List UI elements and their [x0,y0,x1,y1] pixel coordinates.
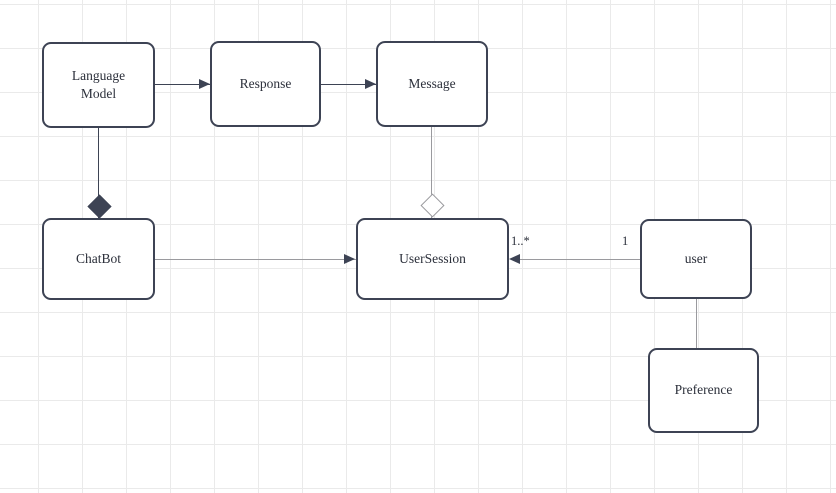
node-message-label: Message [408,75,456,91]
composition-diamond-chatbot [86,194,112,219]
node-preference-label: Preference [674,382,733,398]
node-user[interactable]: user [640,219,752,299]
node-language-model-label: Language Model [71,67,126,101]
edge-user-to-usersession [520,259,640,260]
node-chatbot-label: ChatBot [75,250,121,266]
node-usersession-label: UserSession [399,250,466,266]
arrowhead-message [365,78,376,89]
edge-language-model-to-response [155,84,211,85]
edge-language-model-to-chatbot [98,128,99,218]
node-message[interactable]: Message [376,41,488,127]
aggregation-diamond-usersession [419,193,445,218]
arrowhead-response [199,78,210,89]
node-usersession[interactable]: UserSession [356,218,509,300]
node-response-label: Response [239,75,292,91]
node-preference[interactable]: Preference [648,348,759,433]
edge-message-to-usersession [431,127,432,218]
arrowhead-usersession-from-chatbot [344,253,355,264]
node-user-label: user [684,250,708,266]
node-language-model[interactable]: Language Model [42,42,155,128]
edge-chatbot-to-usersession [155,259,357,260]
edge-user-to-preference [696,299,697,349]
arrowhead-usersession-from-user [509,253,520,264]
node-response[interactable]: Response [210,41,321,127]
edge-response-to-message [321,84,377,85]
multiplicity-usersession: 1..* [511,234,530,248]
node-chatbot[interactable]: ChatBot [42,218,155,300]
multiplicity-user: 1 [622,234,629,248]
